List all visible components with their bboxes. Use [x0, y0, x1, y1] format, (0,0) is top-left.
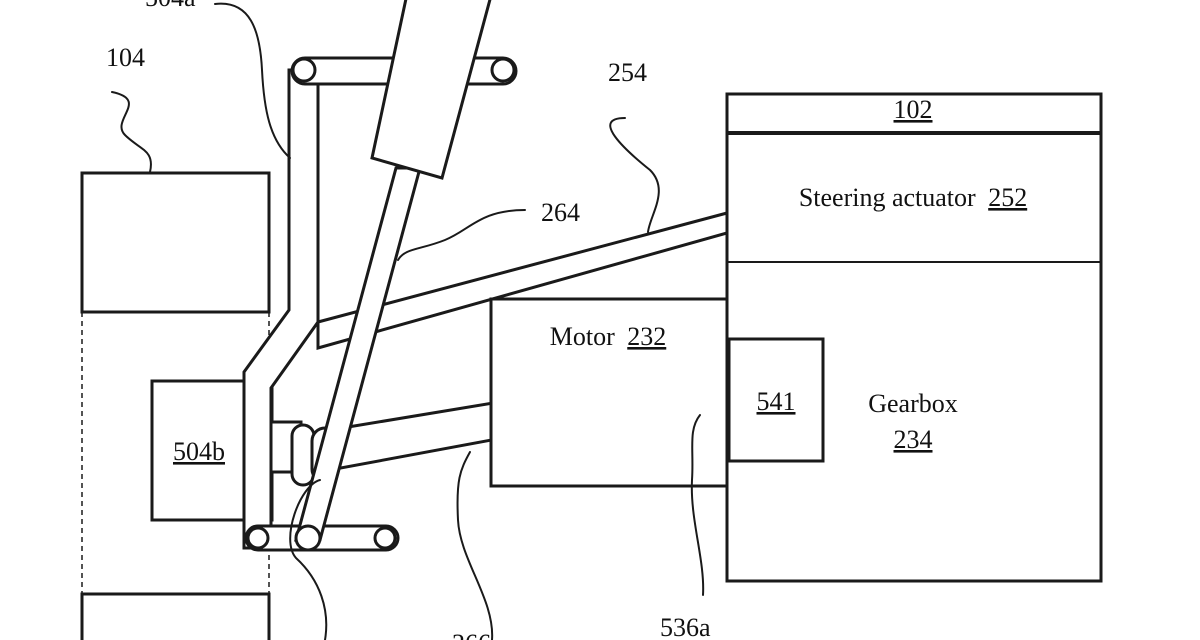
steering-actuator-num: 252 — [988, 183, 1027, 212]
motor-label: Motor 232 — [550, 322, 667, 351]
cylinder-housing — [370, 0, 492, 180]
motor-text: Motor — [550, 322, 615, 351]
lead-104 — [111, 91, 152, 173]
gearbox-text: Gearbox — [868, 389, 958, 418]
label-536a: 536a — [660, 613, 711, 640]
bottom-link-pivot-left — [246, 526, 270, 550]
label-254: 254 — [608, 58, 647, 87]
steering-actuator-text: Steering actuator — [799, 183, 976, 212]
label-264: 264 — [541, 198, 580, 227]
bottom-link-pivot-right — [373, 526, 397, 550]
lead-bottom-mid — [456, 451, 494, 640]
label-504b: 504b — [173, 437, 225, 466]
label-504a: 504a — [145, 0, 196, 12]
motor-box — [489, 297, 729, 488]
label-541: 541 — [757, 387, 796, 416]
wheel-bottom-block — [80, 592, 271, 640]
box-541 — [727, 337, 825, 463]
lead-bottom-left — [289, 479, 328, 640]
rod-bottom-pivot — [294, 524, 322, 552]
top-link-pivot-left — [291, 57, 317, 83]
top-link-pivot-right — [490, 57, 516, 83]
label-bottom-cut: 266 — [452, 629, 491, 640]
lead-504a — [214, 2, 291, 159]
motor-num: 232 — [627, 322, 666, 351]
lead-536a — [690, 414, 705, 596]
gearbox-num: 234 — [894, 425, 933, 454]
housing-102-label: 102 — [894, 95, 933, 124]
wheel-top-block — [80, 171, 271, 314]
lead-254 — [609, 117, 660, 233]
steering-actuator-label: Steering actuator 252 — [799, 183, 1027, 212]
lead-264 — [397, 209, 526, 261]
label-104: 104 — [106, 43, 145, 72]
